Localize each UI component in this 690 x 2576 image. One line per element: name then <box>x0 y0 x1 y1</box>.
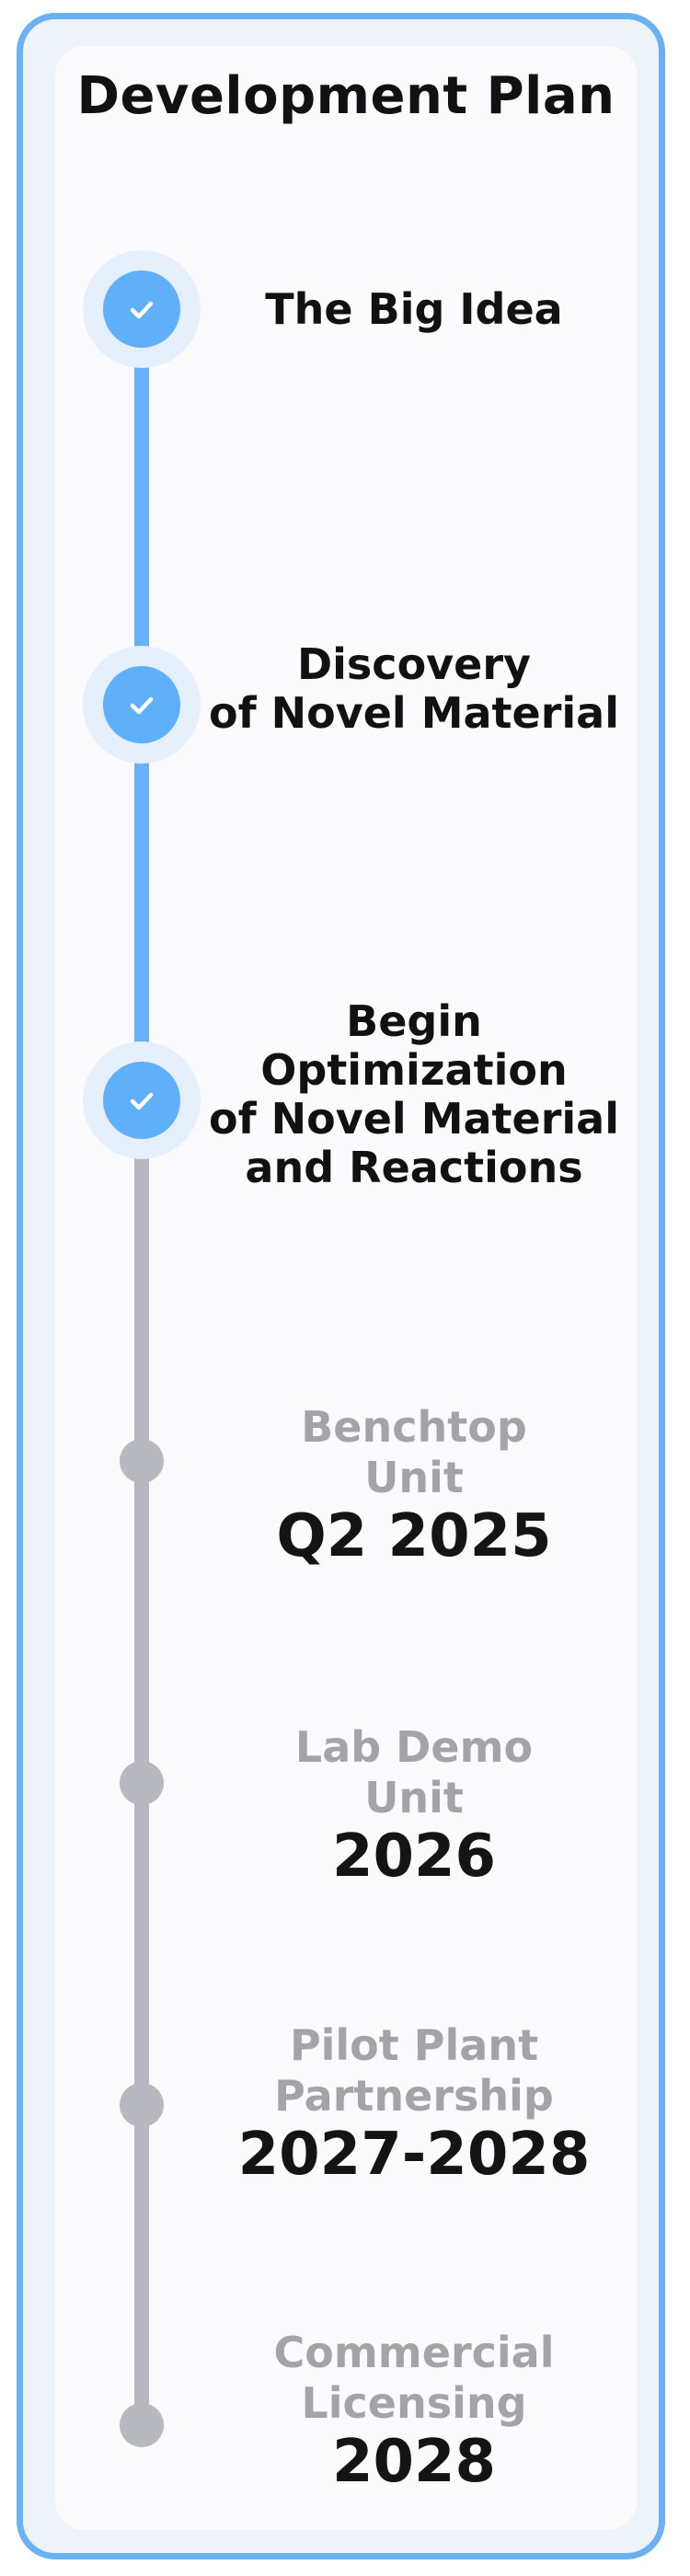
milestone-label: Pilot Plant Partnership 2027-2028 <box>189 2020 639 2190</box>
milestone-marker-upcoming <box>120 2083 164 2127</box>
milestone-date: Q2 2025 <box>276 1502 552 1571</box>
milestone-date: 2026 <box>331 1823 497 1892</box>
milestone-label-line: of Novel Material <box>209 1093 619 1144</box>
milestone-marker-completed <box>103 666 180 743</box>
check-icon <box>130 696 154 715</box>
check-icon <box>130 1092 154 1110</box>
milestone-label-line: Pilot Plant <box>289 2020 539 2070</box>
milestone-label-line: Commercial <box>273 2328 555 2377</box>
milestone-label: Begin Optimization of Novel Material and… <box>189 997 639 1192</box>
milestone-marker-upcoming <box>120 1439 164 1483</box>
milestone-label-line: Benchtop <box>301 1402 527 1452</box>
milestone-label-line: and Reactions <box>245 1142 583 1192</box>
milestone-label-line: Licensing <box>301 2378 527 2429</box>
milestone-date: 2027-2028 <box>237 2121 591 2190</box>
milestone-label-line: Lab Demo <box>294 1722 534 1772</box>
milestone-label: Benchtop Unit Q2 2025 <box>189 1402 639 1571</box>
milestone-label: Discovery of Novel Material <box>189 640 639 738</box>
milestone-label-line: Discovery <box>296 639 532 689</box>
milestone-label-line: Unit <box>364 1773 464 1823</box>
page-title: Development Plan <box>76 66 615 126</box>
milestone-label-line: of Novel Material <box>209 687 619 738</box>
milestone-label: The Big Idea <box>189 285 639 334</box>
check-icon <box>130 301 154 319</box>
milestone-label-line: Partnership <box>274 2071 554 2122</box>
milestone-label: Commercial Licensing 2028 <box>189 2328 639 2497</box>
milestone-marker-upcoming <box>120 2403 164 2447</box>
milestone-date: 2028 <box>331 2428 497 2497</box>
milestone-marker-completed <box>103 270 180 348</box>
milestone-label-line: The Big Idea <box>265 284 563 334</box>
milestone-label-line: Unit <box>364 1453 464 1503</box>
milestone-marker-upcoming <box>120 1761 164 1805</box>
milestone-label: Lab Demo Unit 2026 <box>189 1722 639 1892</box>
milestone-marker-completed <box>103 1062 180 1139</box>
milestone-label-line: Begin Optimization <box>260 996 568 1095</box>
